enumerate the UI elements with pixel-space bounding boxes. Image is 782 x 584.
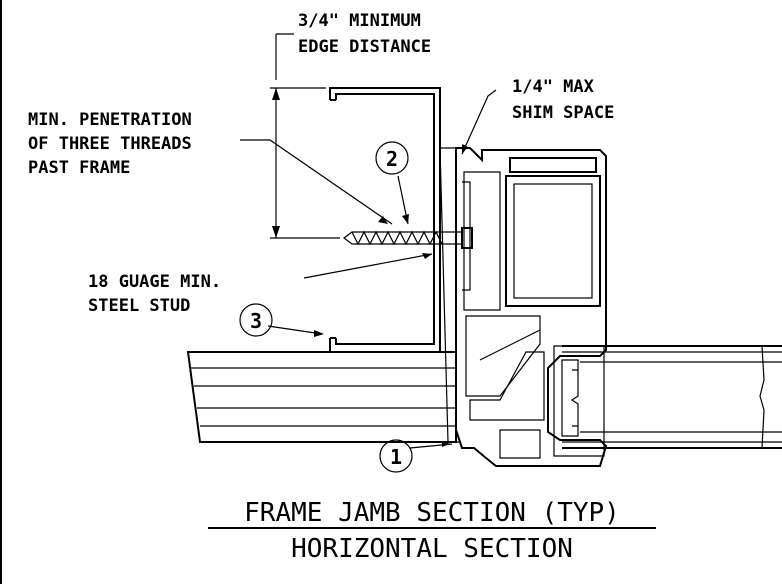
edge-distance-dimension — [270, 33, 340, 239]
steel-stud — [329, 87, 441, 353]
drawing-subtitle: HORIZONTAL SECTION — [291, 534, 573, 564]
wall-substrate — [186, 351, 457, 443]
callout-2: 2 — [375, 141, 409, 175]
svg-text:2: 2 — [386, 147, 398, 171]
note-penetration-line3: PAST FRAME — [28, 158, 130, 178]
callout-3: 3 — [239, 303, 273, 337]
note-penetration-line2: OF THREE THREADS — [28, 134, 192, 154]
svg-text:1: 1 — [390, 445, 402, 469]
aluminum-frame — [455, 147, 608, 467]
note-edge-distance-line1: 3/4" MINIMUM — [298, 11, 421, 31]
glass-unit — [561, 345, 782, 449]
note-edge-distance-line2: EDGE DISTANCE — [298, 37, 431, 57]
note-stud-line2: STEEL STUD — [88, 296, 190, 316]
note-stud-line1: 18 GUAGE MIN. — [88, 272, 221, 292]
fastener-screw — [343, 227, 473, 249]
note-penetration-line1: MIN. PENETRATION — [28, 110, 192, 130]
leader-lines — [240, 89, 497, 449]
svg-text:3: 3 — [250, 309, 262, 333]
callout-1: 1 — [379, 439, 413, 473]
note-shim-line2: SHIM SPACE — [512, 103, 614, 123]
note-shim-line1: 1/4" MAX — [512, 77, 595, 97]
drawing-title: FRAME JAMB SECTION (TYP) — [244, 498, 620, 528]
